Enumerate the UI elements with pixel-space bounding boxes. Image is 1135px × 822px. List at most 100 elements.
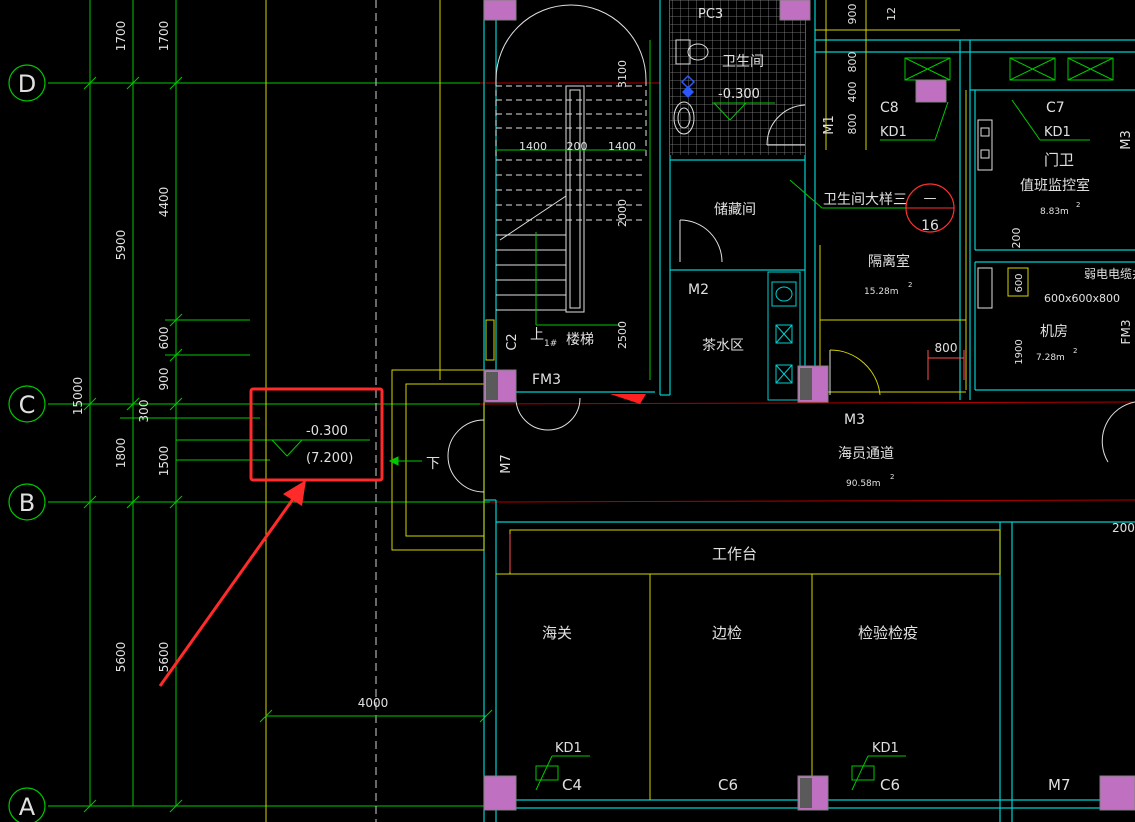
dim-misc-4: 200 xyxy=(1112,521,1135,535)
room-customs: 海关 xyxy=(542,624,572,642)
grid-label-C: C xyxy=(19,391,36,419)
weak-shaft-box xyxy=(1007,267,1029,297)
elevation-alt-value: (7.200) xyxy=(306,451,353,466)
stair-width-1: 1400 xyxy=(519,140,547,153)
bottom-width-dim: 4000 xyxy=(358,696,389,710)
room-gate-guard: 门卫 xyxy=(1044,151,1074,169)
room-border-check: 边检 xyxy=(712,624,742,642)
toilet-dims xyxy=(815,0,960,150)
tag-c4: C4 xyxy=(562,776,582,794)
dim-toilet-1: 800 xyxy=(846,52,859,73)
dimension-lines xyxy=(80,0,270,807)
tag-c8: C8 xyxy=(880,100,899,116)
m7-double-door xyxy=(447,419,485,493)
tag-kd1-c8: KD1 xyxy=(880,125,907,140)
grid-label-A: A xyxy=(19,793,36,821)
tag-m3-right: M3 xyxy=(1119,130,1134,150)
stair-dims xyxy=(496,40,651,380)
grid-bubble-A[interactable]: A xyxy=(8,787,46,822)
dim-misc-1: 800 xyxy=(935,341,958,355)
dim-misc-0: 200 xyxy=(1010,228,1023,249)
tag-m1: M1 xyxy=(822,115,837,135)
room-workbench: 工作台 xyxy=(712,545,757,563)
tag-fm3: FM3 xyxy=(532,372,561,388)
dim-col2-4: 300 xyxy=(137,400,151,423)
room-crew-area: 90.58m xyxy=(846,479,881,489)
bottom-dim xyxy=(259,709,493,723)
tag-m3: M3 xyxy=(844,412,865,428)
dim-col2-6: 5600 xyxy=(157,642,171,673)
toilet-elevation: -0.300 xyxy=(718,87,760,102)
dim-toilet-0: 900 xyxy=(846,4,859,25)
room-monitoring-area: 8.83m xyxy=(1040,207,1069,217)
tag-kd1-c7: KD1 xyxy=(1044,125,1071,140)
dimension-ticks xyxy=(83,76,183,813)
grid-label-D: D xyxy=(18,70,36,98)
red-door-marker xyxy=(610,394,646,404)
dim-col1-1: 5900 xyxy=(114,230,128,261)
room-isolation-area: 15.28m xyxy=(864,287,899,297)
tag-m7: M7 xyxy=(499,454,514,474)
elevation-marker[interactable]: -0.300 (7.200) xyxy=(270,424,370,466)
room-crew-passage: 海员通道 xyxy=(838,446,894,462)
dim-col2-3: 900 xyxy=(157,368,171,391)
grid-bubble-D[interactable]: D xyxy=(8,64,46,102)
toilet-floor-hatch xyxy=(670,0,805,155)
stair-width-2: 200 xyxy=(567,140,588,153)
grid-bubble-B[interactable]: B xyxy=(8,483,46,521)
grid-bubble-C[interactable]: C xyxy=(8,385,46,423)
stair-arrow xyxy=(535,232,620,326)
dim-col2-2: 600 xyxy=(157,327,171,350)
tag-kd1-c6: KD1 xyxy=(872,741,899,756)
tea-fixtures xyxy=(767,271,801,401)
tag-pc3: PC3 xyxy=(698,7,723,22)
vent-boxes xyxy=(904,57,1114,81)
blue-marker-2 xyxy=(682,86,694,98)
dim-col1-0: 1700 xyxy=(114,21,128,52)
detail-callout-label: 卫生间大样三 xyxy=(823,192,907,208)
machine-area-sq: 2 xyxy=(1073,347,1077,355)
room-isolation: 隔离室 xyxy=(868,253,910,270)
toilet-fixtures xyxy=(673,39,709,135)
bottom-ac-units xyxy=(535,755,906,791)
tag-m7-bottom: M7 xyxy=(1048,776,1071,794)
dim-col2-5: 1500 xyxy=(157,446,171,477)
yellow-verticals xyxy=(265,0,441,822)
red-axis-lines xyxy=(479,82,1135,503)
tag-c6-1: C6 xyxy=(718,776,738,794)
dark-column-fill xyxy=(486,368,812,808)
room-weak-current: 弱电电缆井 xyxy=(1084,267,1135,281)
stair-side-1: 3100 xyxy=(616,60,629,88)
room-tea: 茶水区 xyxy=(702,338,744,354)
stair-number: 1# xyxy=(544,339,557,349)
storage-door xyxy=(679,219,723,263)
isolation-door xyxy=(829,349,881,396)
tag-kd1-c4: KD1 xyxy=(555,741,582,756)
kd1-leader-2 xyxy=(934,101,949,141)
tag-c7: C7 xyxy=(1046,100,1065,116)
room-quarantine: 检验检疫 xyxy=(858,624,918,642)
dim-misc-2: 600 xyxy=(1014,273,1025,292)
window-c2 xyxy=(485,319,495,361)
detail-callout-top: — xyxy=(924,191,937,206)
highlight-box xyxy=(249,387,384,482)
stair-side-3: 2500 xyxy=(616,321,629,349)
down-label: 下 xyxy=(426,456,440,472)
dim-col1-3: 5600 xyxy=(114,642,128,673)
room-machine: 机房 xyxy=(1040,324,1068,340)
stair-side-2: 2000 xyxy=(616,199,629,227)
room-storage: 储藏间 xyxy=(714,202,756,218)
tag-fm3-right: FM3 xyxy=(1119,320,1133,345)
dim-col2-1: 4400 xyxy=(157,187,171,218)
detail-callout-bottom: 16 xyxy=(921,218,939,234)
stair-width-3: 1400 xyxy=(608,140,636,153)
monitoring-equipment xyxy=(977,119,993,309)
room-machine-area: 7.28m xyxy=(1036,353,1065,363)
stair xyxy=(495,4,647,313)
right-door-swing xyxy=(1101,401,1135,463)
down-arrow xyxy=(388,456,422,466)
dim-toilet-3: 800 xyxy=(846,114,859,135)
tag-c2: C2 xyxy=(505,333,520,350)
detail-leader xyxy=(789,179,823,209)
